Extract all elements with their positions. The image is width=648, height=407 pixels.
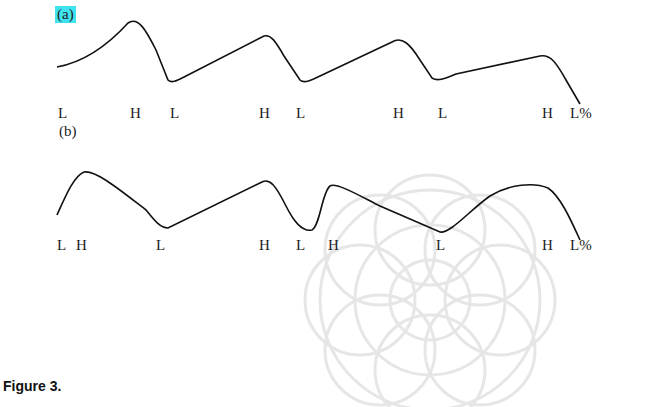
tone-label: L bbox=[57, 238, 66, 253]
tone-label: H bbox=[328, 238, 339, 253]
figure-caption: Figure 3. bbox=[3, 378, 61, 394]
tone-label: H bbox=[259, 238, 270, 253]
tone-label: H bbox=[76, 238, 87, 253]
contour-a bbox=[57, 21, 580, 104]
tone-label: L bbox=[58, 106, 67, 121]
tone-label: H bbox=[259, 106, 270, 121]
tone-label: H bbox=[542, 238, 553, 253]
tone-label: L bbox=[296, 106, 305, 121]
tone-label: L bbox=[156, 238, 165, 253]
contour-b bbox=[57, 172, 580, 240]
panel-tag: (a) bbox=[55, 6, 76, 23]
tone-label: L% bbox=[570, 106, 592, 121]
tone-label: L bbox=[438, 106, 447, 121]
tone-label: H bbox=[130, 106, 141, 121]
panel-tag: (b) bbox=[57, 123, 79, 140]
tone-label: H bbox=[542, 106, 553, 121]
tone-label: L bbox=[436, 238, 445, 253]
tone-label: L% bbox=[570, 238, 592, 253]
tone-label: L bbox=[170, 106, 179, 121]
watermark bbox=[305, 175, 555, 407]
tone-label: H bbox=[393, 106, 404, 121]
tone-label: L bbox=[296, 238, 305, 253]
